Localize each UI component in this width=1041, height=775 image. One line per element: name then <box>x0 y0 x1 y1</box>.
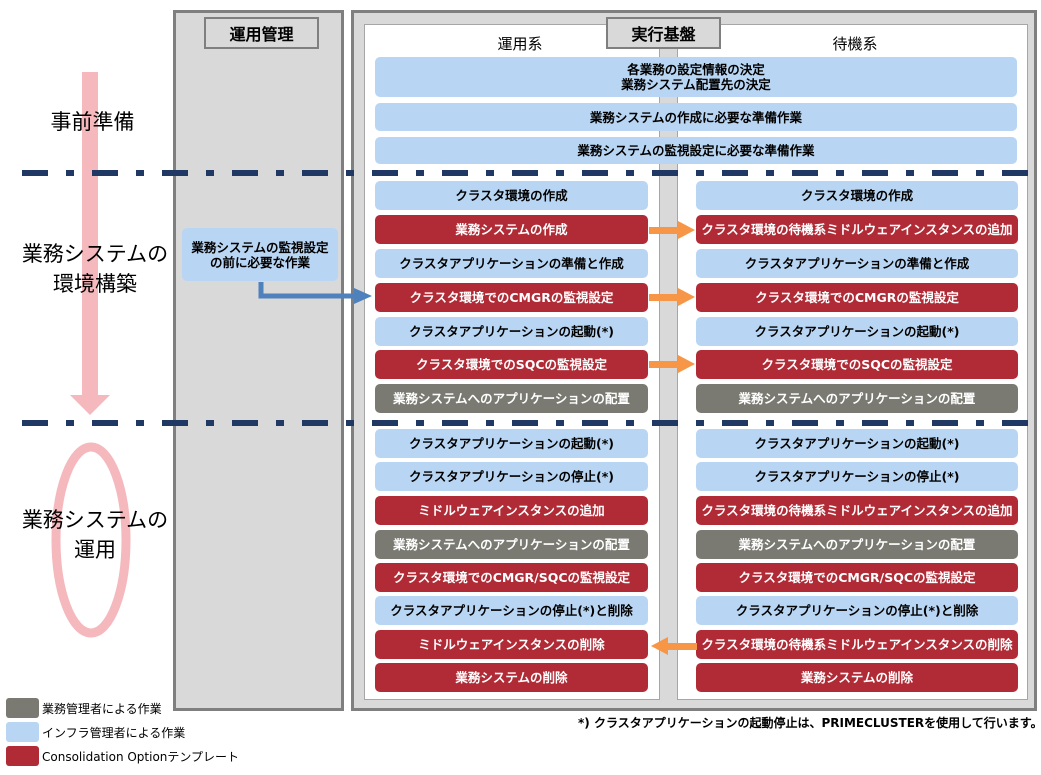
phase-operate-line2: 運用 <box>74 538 116 562</box>
standby-column-header: 待機系 <box>832 35 878 53</box>
exec-platform-header: 実行基盤 <box>606 17 721 49</box>
ops-to-cmgr-arrow <box>258 282 355 299</box>
phase-build-line1: 業務システムの <box>21 242 169 266</box>
legend-label: Consolidation Optionテンプレート <box>42 749 240 764</box>
operation-cycle-ellipse <box>51 442 131 638</box>
legend-swatch <box>6 722 39 742</box>
active-task-box: クラスタアプリケーションの準備と作成 <box>375 249 648 278</box>
legend-item: インフラ管理者による作業 <box>6 722 185 742</box>
active-task-box: クラスタ環境の作成 <box>375 181 648 210</box>
active-task-box: クラスタアプリケーションの停止(*)と削除 <box>375 596 648 625</box>
task-box-ops-monitoring-prereq: 業務システムの監視設定 の前に必要な作業 <box>182 228 338 281</box>
legend-label: インフラ管理者による作業 <box>42 725 186 740</box>
standby-task-box: クラスタ環境の待機系ミドルウェアインスタンスの追加 <box>696 496 1018 525</box>
phase-label-operate: 業務システムの 運用 <box>15 505 175 565</box>
standby-task-box: クラスタアプリケーションの停止(*) <box>696 462 1018 491</box>
standby-task-box: 業務システムへのアプリケーションの配置 <box>696 530 1018 559</box>
phase-arrow-shaft <box>82 72 98 397</box>
legend: 業務管理者による作業インフラ管理者による作業 Consolidation Opti… <box>6 698 266 770</box>
legend-item: Consolidation Optionテンプレート <box>6 746 239 766</box>
phase-arrow-head <box>70 395 110 415</box>
ops-mgmt-header: 運用管理 <box>204 17 319 49</box>
phase-label-prep: 事前準備 <box>50 110 135 134</box>
active-task-box: ミドルウェアインスタンスの削除 <box>375 630 648 659</box>
active-task-box: クラスタ環境でのSQCの監視設定 <box>375 350 648 379</box>
active-task-box: 業務システムの削除 <box>375 663 648 692</box>
standby-task-box: クラスタ環境の待機系ミドルウェアインスタンスの追加 <box>696 215 1018 244</box>
task-box-label-line2: 業務システム配置先の決定 <box>621 77 771 92</box>
active-task-box: 業務システムの作成 <box>375 215 648 244</box>
legend-swatch <box>6 698 39 718</box>
standby-task-box: クラスタ環境でのSQCの監視設定 <box>696 350 1018 379</box>
footnote: *) クラスタアプリケーションの起動停止は、PRIMECLUSTERを使用して行… <box>578 716 1041 730</box>
legend-swatch <box>6 746 39 766</box>
standby-task-box: クラスタアプリケーションの停止(*)と削除 <box>696 596 1018 625</box>
ops-box-line1: 業務システムの監視設定 <box>191 239 329 255</box>
active-task-box: クラスタアプリケーションの起動(*) <box>375 429 648 458</box>
standby-task-box: クラスタアプリケーションの起動(*) <box>696 317 1018 346</box>
standby-task-box: 業務システムへのアプリケーションの配置 <box>696 384 1018 413</box>
active-task-box: ミドルウェアインスタンスの追加 <box>375 496 648 525</box>
standby-task-box: クラスタ環境でのCMGR/SQCの監視設定 <box>696 563 1018 592</box>
phase-operate-line1: 業務システムの <box>21 508 169 532</box>
ops-to-cmgr-arrowhead <box>354 288 372 304</box>
standby-task-box: クラスタアプリケーションの準備と作成 <box>696 249 1018 278</box>
phase-label-build: 業務システムの 環境構築 <box>15 239 175 299</box>
active-task-box: 業務システムへのアプリケーションの配置 <box>375 530 648 559</box>
active-task-box: 業務システムへのアプリケーションの配置 <box>375 384 648 413</box>
task-box-label-line1: 各業務の設定情報の決定 <box>627 62 765 77</box>
phase-build-line2: 環境構築 <box>53 272 137 296</box>
standby-task-box: クラスタ環境の待機系ミドルウェアインスタンスの削除 <box>696 630 1018 659</box>
standby-task-box: クラスタ環境でのCMGRの監視設定 <box>696 283 1018 312</box>
task-box-settings-decision: 各業務の設定情報の決定 業務システム配置先の決定 <box>375 57 1017 97</box>
standby-task-box: 業務システムの削除 <box>696 663 1018 692</box>
active-task-box: クラスタ環境でのCMGRの監視設定 <box>375 283 648 312</box>
task-box-monitoring-prep: 業務システムの監視設定に必要な準備作業 <box>375 137 1017 164</box>
legend-label: 業務管理者による作業 <box>42 701 162 716</box>
standby-task-box: クラスタアプリケーションの起動(*) <box>696 429 1018 458</box>
standby-task-box: クラスタ環境の作成 <box>696 181 1018 210</box>
active-task-box: クラスタ環境でのCMGR/SQCの監視設定 <box>375 563 648 592</box>
active-task-box: クラスタアプリケーションの起動(*) <box>375 317 648 346</box>
task-box-creation-prep: 業務システムの作成に必要な準備作業 <box>375 103 1017 131</box>
active-column-header: 運用系 <box>497 35 543 53</box>
ops-box-line2: の前に必要な作業 <box>209 254 310 270</box>
active-task-box: クラスタアプリケーションの停止(*) <box>375 462 648 491</box>
ops-mgmt-panel <box>173 10 344 711</box>
legend-item: 業務管理者による作業 <box>6 698 162 718</box>
orange-arrows <box>649 221 697 655</box>
